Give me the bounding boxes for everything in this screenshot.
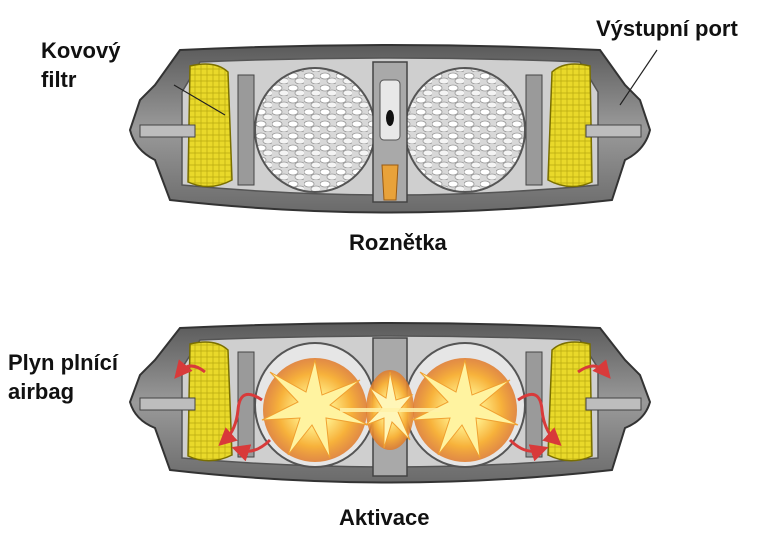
inflator-idle bbox=[130, 45, 657, 213]
propellant-chamber-left bbox=[255, 68, 375, 192]
callout-output-port bbox=[620, 50, 657, 105]
label-metal-filter-line1: Kovový bbox=[41, 37, 120, 66]
flange-right bbox=[586, 125, 641, 137]
label-inflating-gas: Plyn plnící airbag bbox=[8, 349, 118, 406]
igniter-charge bbox=[382, 165, 398, 200]
label-metal-filter-line2: filtr bbox=[41, 66, 120, 95]
label-output-port: Výstupní port bbox=[596, 15, 738, 44]
inner-wall-left bbox=[238, 75, 254, 185]
inner-wall-right bbox=[526, 75, 542, 185]
label-inflating-gas-line1: Plyn plnící bbox=[8, 349, 118, 378]
label-metal-filter: Kovový filtr bbox=[41, 37, 120, 94]
metal-filter-right bbox=[548, 64, 592, 187]
propellant-chamber-right bbox=[405, 68, 525, 192]
label-inflating-gas-line2: airbag bbox=[8, 378, 118, 407]
metal-filter-right-activated bbox=[548, 342, 592, 461]
label-activation: Aktivace bbox=[339, 504, 430, 533]
flange-left-activated bbox=[140, 398, 195, 410]
inflator-activated bbox=[130, 323, 650, 483]
igniter-slot bbox=[386, 110, 394, 126]
flange-right-activated bbox=[586, 398, 641, 410]
inner-wall-left-activated bbox=[238, 352, 254, 457]
flange-left bbox=[140, 125, 195, 137]
label-igniter: Roznětka bbox=[349, 229, 447, 258]
inner-wall-right-activated bbox=[526, 352, 542, 457]
